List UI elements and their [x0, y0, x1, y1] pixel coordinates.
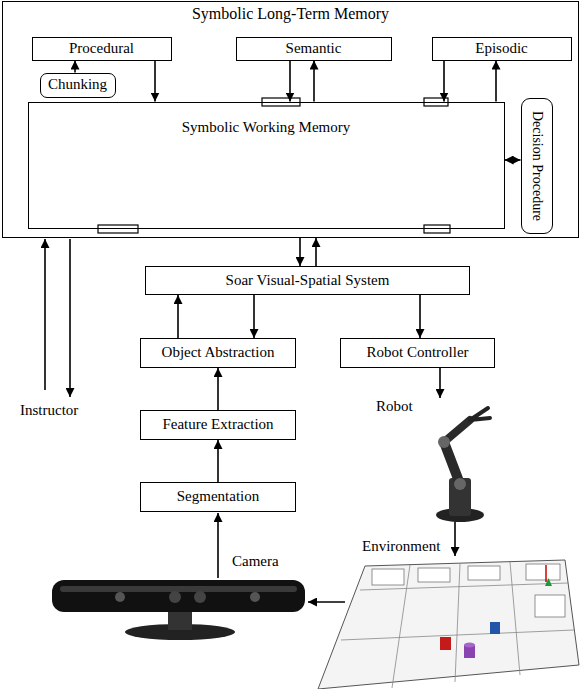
- environment-picture: [318, 560, 579, 689]
- memory-box: Procedural: [32, 37, 172, 61]
- working-memory-box: Symbolic Working Memory: [28, 102, 505, 229]
- flow-arrow: [217, 440, 219, 482]
- decision-box: Decision Procedure: [521, 98, 553, 234]
- memory-region: Symbolic Long-Term MemoryProcedural Seman…: [2, 1, 579, 238]
- box-label: Chunking: [48, 76, 107, 93]
- flow-arrow: [289, 61, 291, 102]
- box-label: Soar Visual-Spatial System: [226, 272, 390, 289]
- box-label: Symbolic Long-Term Memory: [3, 5, 578, 23]
- flow-arrow: [177, 295, 179, 338]
- flow-arrow: [505, 159, 521, 161]
- box-label: Feature Extraction: [162, 416, 273, 433]
- figure-label: Robot: [376, 398, 413, 415]
- flow-arrow: [443, 61, 445, 102]
- flow-arrow: [74, 61, 76, 73]
- flow-arrow: [154, 61, 156, 102]
- process-box: Soar Visual-Spatial System: [145, 266, 470, 295]
- flow-arrow: [299, 238, 301, 266]
- figure-label: Environment: [362, 538, 440, 555]
- robot-picture: [436, 408, 490, 522]
- memory-port: [98, 98, 450, 233]
- memory-box: Episodic: [432, 37, 572, 61]
- box-label: Episodic: [475, 40, 528, 57]
- flow-arrow: [253, 295, 255, 338]
- learning-box: Chunking: [40, 73, 116, 98]
- box-label: Segmentation: [177, 488, 260, 505]
- figure-label: Camera: [232, 553, 279, 570]
- process-box: Object Abstraction: [140, 338, 296, 368]
- flow-arrow: [495, 61, 497, 102]
- box-label: Procedural: [69, 40, 134, 57]
- box-label: Object Abstraction: [162, 344, 275, 361]
- box-label: Robot Controller: [366, 344, 468, 361]
- process-box: Feature Extraction: [140, 410, 296, 440]
- flow-arrow: [217, 368, 219, 410]
- box-label: Decision Procedure: [528, 110, 544, 220]
- figure-label: Instructor: [20, 402, 78, 419]
- flow-arrow: [419, 295, 421, 338]
- process-box: Segmentation: [140, 482, 296, 512]
- memory-box: Semantic: [236, 37, 392, 61]
- flow-arrow: [315, 238, 317, 266]
- flow-arrow: [313, 61, 315, 102]
- box-label: Semantic: [286, 40, 342, 57]
- instructor-arrow: [45, 239, 70, 397]
- box-label: Symbolic Working Memory: [29, 119, 504, 136]
- process-box: Robot Controller: [340, 338, 495, 368]
- camera-picture: [52, 580, 305, 640]
